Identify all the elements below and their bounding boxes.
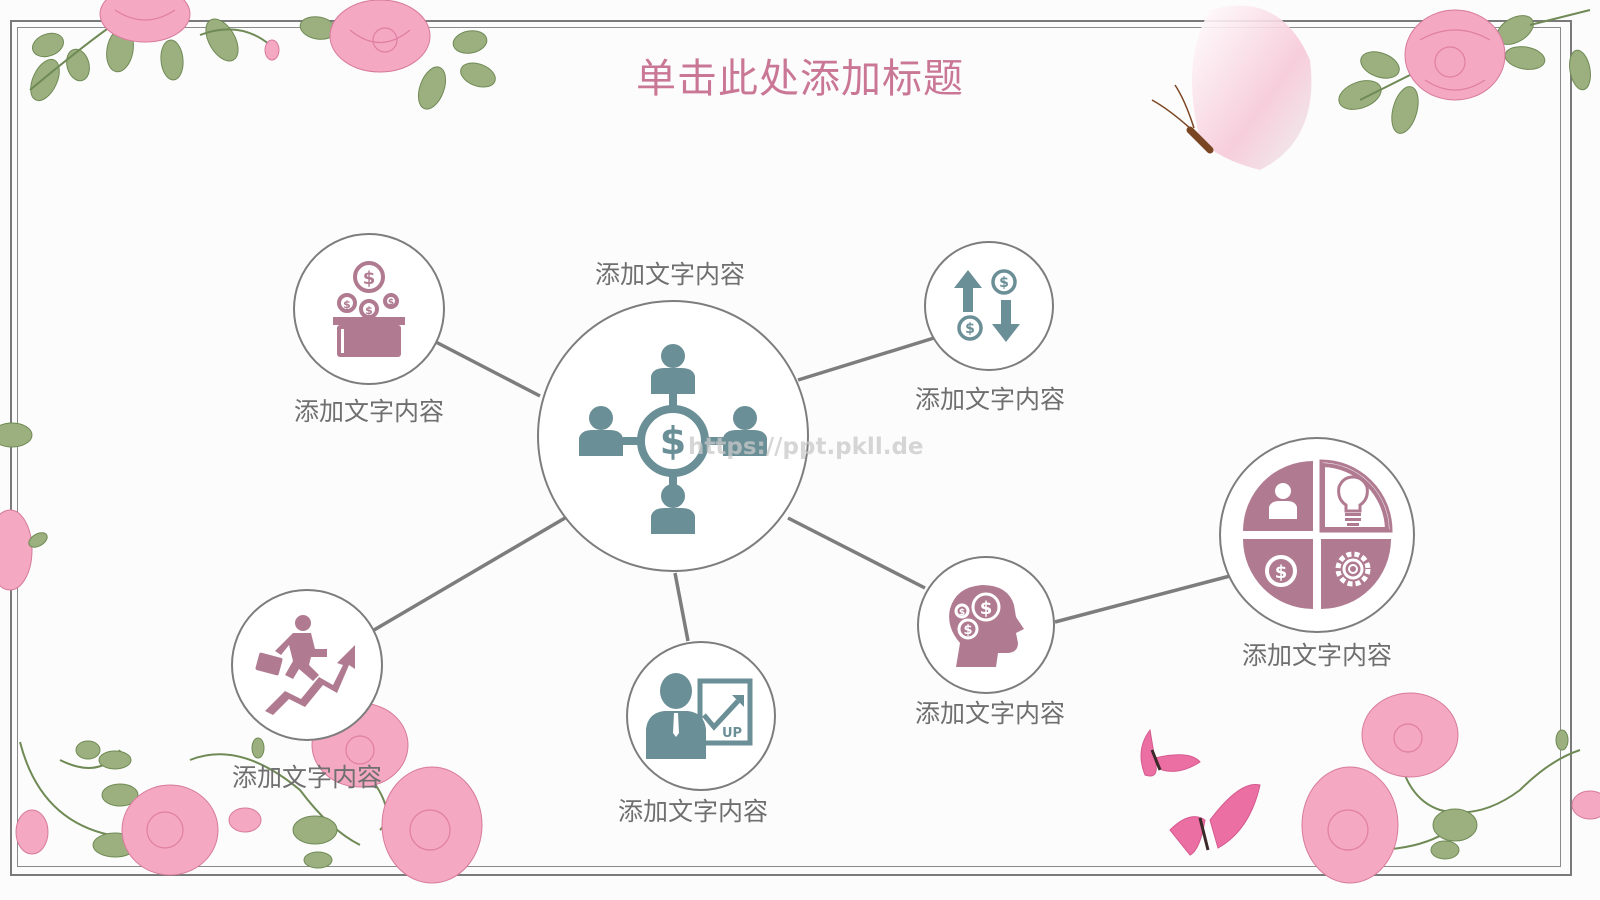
businessman-growth-arrow-icon [255, 615, 355, 715]
node-mid-right-label: 添加文字内容 [914, 699, 1066, 728]
rose-decoration-top-right-icon [1338, 9, 1591, 134]
node-bottom-center-label: 添加文字内容 [617, 797, 769, 826]
svg-text:$: $ [660, 419, 686, 463]
presenter-up-chart-icon: UP [646, 673, 753, 759]
slide-title[interactable]: 单击此处添加标题 [636, 56, 964, 102]
node-mid-right[interactable]: $ $ $ [917, 556, 1055, 694]
center-node[interactable]: $ [537, 300, 809, 572]
node-bottom-left-label: 添加文字内容 [231, 763, 383, 792]
center-node-label: 添加文字内容 [594, 260, 746, 289]
butterfly-decoration-icon [1151, 5, 1312, 170]
node-bottom-center[interactable]: UP [626, 641, 776, 791]
rose-decoration-left-edge-icon [0, 422, 48, 591]
head-money-icon: $ $ $ [949, 585, 1024, 667]
svg-text:$: $ [363, 268, 376, 289]
node-top-left-label: 添加文字内容 [293, 397, 445, 426]
node-bottom-left[interactable] [231, 589, 383, 741]
business-quadrant-icon: $ [1243, 459, 1393, 609]
svg-text:$: $ [965, 321, 975, 337]
node-top-right[interactable]: $$ [924, 241, 1054, 371]
svg-text:$: $ [980, 598, 993, 619]
svg-text:$: $ [999, 275, 1009, 291]
rose-decoration-top-left-icon [29, 0, 496, 110]
svg-text:$: $ [343, 298, 351, 311]
slide-frame-outer [10, 20, 1572, 876]
svg-text:$: $ [1275, 562, 1288, 583]
svg-text:$: $ [388, 298, 394, 308]
butterflies-decoration-bottom-right-icon [1140, 728, 1261, 856]
svg-text:$: $ [963, 623, 972, 638]
watermark-text: https://ppt.pkll.de [688, 434, 924, 460]
svg-text:UP: UP [722, 726, 742, 741]
svg-text:$: $ [365, 304, 373, 317]
node-far-right-label: 添加文字内容 [1241, 641, 1393, 670]
node-far-right[interactable]: $ [1219, 437, 1415, 633]
node-top-left[interactable]: $ $ $ $ [293, 233, 445, 385]
people-network-money-icon: $ [579, 344, 767, 534]
coins-box-icon: $ $ $ $ [333, 261, 405, 357]
money-exchange-arrows-icon: $$ [954, 269, 1020, 342]
node-top-right-label: 添加文字内容 [914, 385, 1066, 414]
rose-decoration-bottom-right-icon [1301, 692, 1600, 884]
svg-text:$: $ [959, 608, 965, 618]
